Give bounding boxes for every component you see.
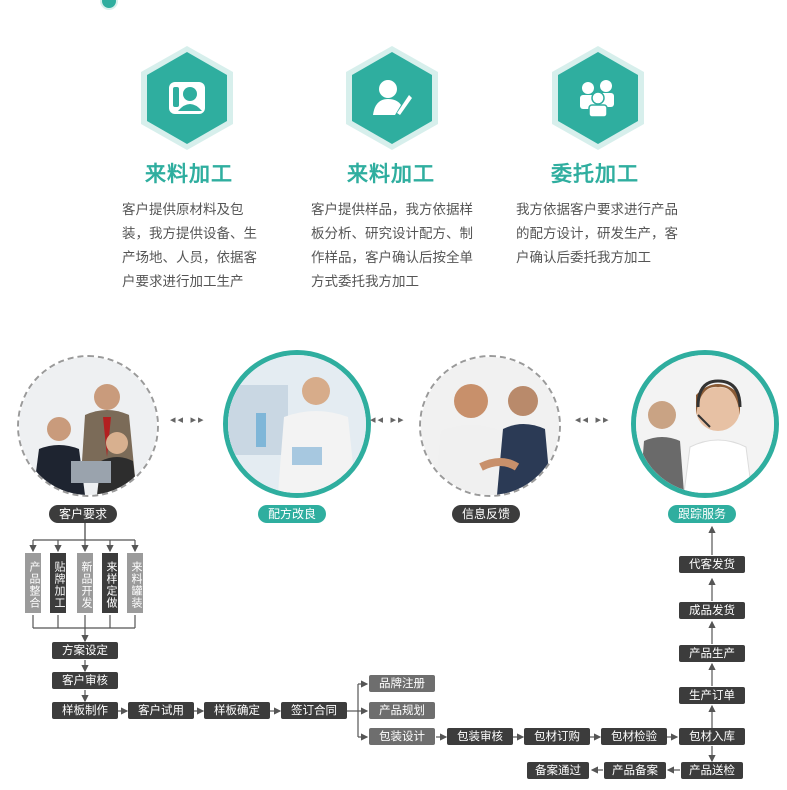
flow-customer-trial: 客户试用	[128, 702, 194, 719]
service-2-title: 来料加工	[347, 162, 435, 186]
service-3-title: 委托加工	[551, 162, 639, 186]
flow-sample-making: 样板制作	[52, 702, 118, 719]
service-2-desc: 客户提供样品，我方依据样板分析、研究设计配方、制作样品，客户确认后按全单方式委托…	[311, 202, 473, 290]
flow-product-plan: 产品规划	[369, 702, 435, 719]
option-product-integration: 产品整合	[25, 553, 41, 613]
option-oem: 贴牌加工	[50, 553, 66, 613]
stage-3-photo	[419, 355, 561, 497]
flow-brand-register: 品牌注册	[369, 675, 435, 692]
flow-package-review: 包装审核	[447, 728, 513, 745]
flow-plan: 方案设定	[52, 642, 118, 659]
flow-production-order: 生产订单	[679, 687, 745, 704]
flow-agent-shipping: 代客发货	[679, 556, 745, 573]
flow-sample-confirm: 样板确定	[204, 702, 270, 719]
option-material-filling: 来料罐装	[127, 553, 143, 613]
flow-product-record: 产品备案	[604, 762, 666, 779]
service-3-desc: 我方依据客户要求进行产品的配方设计，研发生产，客户确认后委托我方加工	[516, 202, 678, 266]
stage-label-formula: 配方改良	[258, 505, 327, 523]
flow-product-inspection: 产品送检	[681, 762, 743, 779]
flow-material-inspect: 包材检验	[601, 728, 667, 745]
stage-label-customer-request: 客户要求	[49, 505, 118, 523]
flow-customer-review: 客户审核	[52, 672, 118, 689]
person-pen-icon	[373, 80, 412, 115]
option-new-product: 新品开发	[77, 553, 93, 613]
people-group-icon	[580, 80, 614, 118]
flow-record-approved: 备案通过	[527, 762, 589, 779]
top-decor-dot	[100, 0, 118, 10]
stage-label-tracking: 跟踪服务	[668, 505, 737, 523]
service-1-desc: 客户提供原材料及包装，我方提供设备、生产场地、人员，依据客户要求进行加工生产	[122, 202, 257, 290]
stage-label-feedback: 信息反馈	[452, 505, 521, 523]
flow-goods-shipping: 成品发货	[679, 602, 745, 619]
stage-arrow-3: ◂◂ ▸▸	[575, 413, 611, 426]
stage-arrow-2: ◂◂ ▸▸	[370, 413, 406, 426]
flow-production: 产品生产	[679, 645, 745, 662]
service-2-hex	[352, 52, 432, 144]
stage-arrow-1: ◂◂ ▸▸	[170, 413, 206, 426]
stage-1-photo	[17, 355, 159, 497]
option-custom-sample: 来样定做	[102, 553, 118, 613]
flow-sign-contract: 签订合同	[281, 702, 347, 719]
person-card-icon	[169, 82, 205, 114]
flow-package-design: 包装设计	[369, 728, 435, 745]
flow-material-order: 包材订购	[524, 728, 590, 745]
service-1-title: 来料加工	[145, 162, 233, 186]
flow-material-storage: 包材入库	[679, 728, 745, 745]
stage-2-photo	[223, 350, 371, 498]
